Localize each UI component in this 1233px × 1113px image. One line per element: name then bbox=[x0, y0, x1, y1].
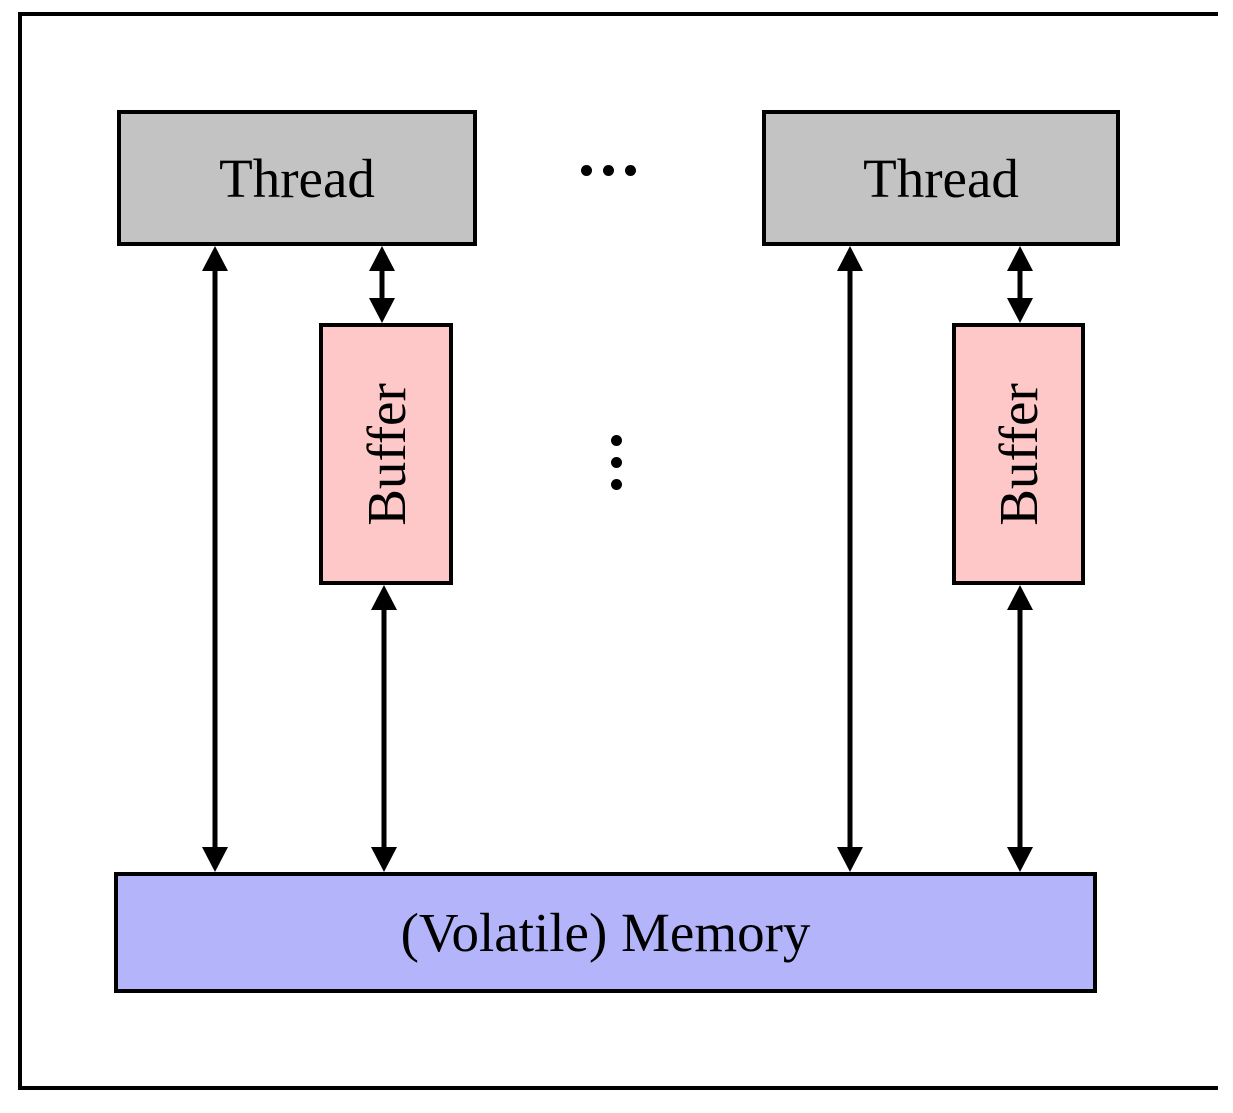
arrow-thread-left-to-buffer bbox=[368, 246, 396, 323]
arrow-shaft bbox=[379, 262, 385, 307]
arrowhead-down-icon bbox=[371, 847, 397, 872]
ellipsis-dot bbox=[611, 435, 622, 446]
arrowhead-down-icon bbox=[202, 847, 228, 872]
buffer-box-left: Buffer bbox=[319, 323, 453, 585]
memory-label: (Volatile) Memory bbox=[400, 902, 811, 963]
arrow-shaft bbox=[212, 262, 218, 856]
arrow-shaft bbox=[381, 601, 387, 856]
ellipsis-dot bbox=[611, 457, 622, 468]
ellipsis-dot bbox=[581, 165, 592, 176]
buffer-label: Buffer bbox=[988, 382, 1049, 526]
figure-frame-left bbox=[18, 12, 22, 1090]
arrowhead-down-icon bbox=[1007, 847, 1033, 872]
arrowhead-down-icon bbox=[369, 298, 395, 323]
arrow-shaft bbox=[1017, 601, 1023, 856]
arrow-buffer-left-to-memory bbox=[370, 585, 398, 872]
vertical-ellipsis-icon bbox=[611, 435, 622, 490]
arrow-shaft bbox=[847, 262, 853, 856]
thread-label: Thread bbox=[863, 147, 1019, 209]
arrow-thread-right-to-buffer bbox=[1006, 246, 1034, 323]
buffer-box-right: Buffer bbox=[952, 323, 1085, 585]
arrowhead-down-icon bbox=[837, 847, 863, 872]
horizontal-ellipsis-icon bbox=[581, 165, 636, 176]
thread-box-left: Thread bbox=[117, 110, 477, 246]
ellipsis-dot bbox=[625, 165, 636, 176]
arrow-buffer-right-to-memory bbox=[1006, 585, 1034, 872]
arrow-thread-left-to-memory bbox=[201, 246, 229, 872]
arrowhead-down-icon bbox=[1007, 298, 1033, 323]
figure-frame-top bbox=[18, 12, 1218, 16]
ellipsis-dot bbox=[611, 479, 622, 490]
figure-frame-bottom bbox=[18, 1086, 1218, 1090]
ellipsis-dot bbox=[603, 165, 614, 176]
thread-box-right: Thread bbox=[762, 110, 1120, 246]
thread-label: Thread bbox=[219, 147, 375, 209]
arrow-shaft bbox=[1017, 262, 1023, 307]
buffer-label: Buffer bbox=[355, 382, 417, 526]
arrow-thread-right-to-memory bbox=[836, 246, 864, 872]
memory-box: (Volatile) Memory bbox=[114, 872, 1097, 993]
